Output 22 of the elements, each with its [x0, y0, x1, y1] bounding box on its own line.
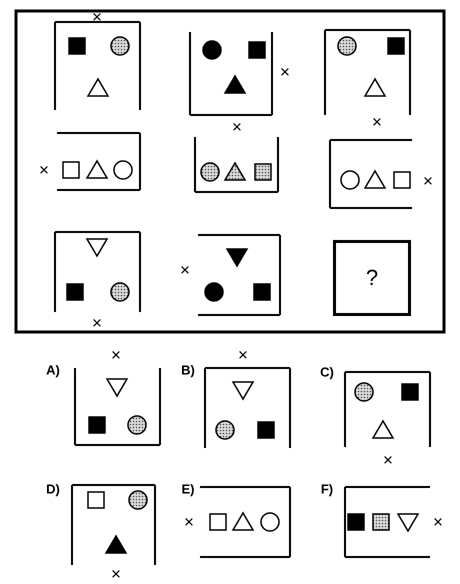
cross-mark: × [433, 514, 443, 530]
question-box [333, 240, 411, 316]
question-mark: ? [366, 265, 378, 291]
cross-mark: × [184, 514, 194, 530]
option-label: D) [46, 482, 60, 496]
option-label: C) [320, 366, 334, 378]
option-label: E) [182, 482, 194, 496]
cross-mark: × [383, 452, 393, 468]
option-label: A) [46, 364, 60, 376]
cross-mark: × [92, 314, 102, 332]
cross-mark: × [111, 566, 121, 582]
cross-mark: × [238, 346, 248, 364]
cross-mark: × [111, 346, 121, 364]
option-label: F) [320, 482, 334, 496]
cross-mark: × [423, 172, 433, 190]
cross-mark: × [372, 114, 382, 130]
cross-mark: × [280, 64, 290, 80]
option-label: B) [181, 364, 195, 376]
cross-mark: × [39, 162, 49, 178]
cross-mark: × [232, 118, 242, 136]
cross-mark: × [180, 262, 190, 278]
cross-mark: × [92, 8, 102, 26]
